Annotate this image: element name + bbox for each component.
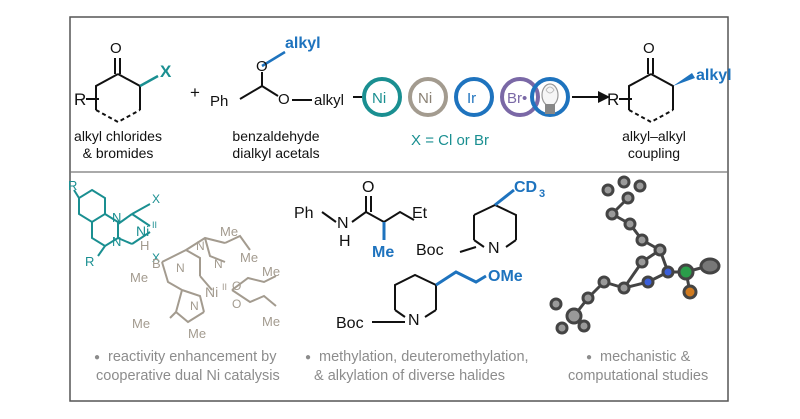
reactant-acetal bbox=[239, 50, 312, 101]
cd3-piperidine bbox=[459, 203, 517, 253]
cd3-subscript: 3 bbox=[539, 188, 545, 200]
tp-Me-5: Me bbox=[188, 326, 206, 341]
condition-text: X = Cl or Br bbox=[411, 132, 489, 149]
tp-Ni: Ni bbox=[205, 284, 218, 300]
bpy-Ni-ox: II bbox=[152, 220, 157, 230]
bullet-right: ● bbox=[586, 352, 592, 363]
caption-middle-line-1: methylation, deuteromethylation, bbox=[319, 349, 529, 365]
amide-Ph: Ph bbox=[294, 205, 314, 222]
product-alkyl: alkyl bbox=[696, 67, 732, 84]
wedge-bond bbox=[673, 73, 695, 86]
cat-br: Br• bbox=[507, 90, 527, 107]
tp-ni-acac-complex bbox=[161, 234, 277, 324]
reactant1-label: alkyl chlorides & bromides bbox=[60, 128, 176, 162]
ph-label: Ph bbox=[210, 93, 228, 110]
bpy-N-1: N bbox=[112, 210, 121, 225]
tp-O-1: O bbox=[232, 279, 241, 293]
cycle-br bbox=[500, 77, 540, 117]
ome-piperidine bbox=[394, 273, 437, 318]
tp-Me-2: Me bbox=[220, 224, 238, 239]
bipyridine-ni-complex bbox=[73, 188, 151, 257]
ome-label: OMe bbox=[488, 268, 523, 285]
bpy-Ni: Ni bbox=[136, 223, 149, 239]
cd3-label: CD bbox=[514, 179, 537, 196]
atom-O-right: O bbox=[278, 91, 290, 108]
cycle-ni-teal bbox=[362, 77, 402, 117]
tp-Me-3: Me bbox=[240, 250, 258, 265]
ome-N: N bbox=[408, 312, 420, 329]
product-ketone bbox=[628, 58, 674, 124]
caption-left: ● reactivity enhancement by cooperative … bbox=[94, 349, 280, 384]
tp-Me-1: Me bbox=[130, 270, 148, 285]
bpy-N-2: N bbox=[112, 234, 121, 249]
alkyl-black-label: alkyl bbox=[314, 92, 344, 109]
atom-R: R bbox=[74, 90, 86, 109]
reactant1-label-line-2: & bromides bbox=[82, 145, 154, 161]
tp-Me-4: Me bbox=[132, 316, 150, 331]
cd3-N: N bbox=[488, 240, 500, 257]
crystal-structure bbox=[549, 175, 721, 335]
atom-O-top: O bbox=[256, 58, 268, 75]
product-label-line-1: alkyl–alkyl bbox=[622, 128, 686, 144]
amide-O: O bbox=[362, 179, 374, 196]
cat-ni-1: Ni bbox=[372, 90, 386, 107]
tp-O-2: O bbox=[232, 297, 241, 311]
tp-B: B bbox=[152, 256, 161, 271]
tp-N-4: N bbox=[190, 299, 199, 313]
cat-ni-2: Ni bbox=[418, 90, 432, 107]
caption-right: ● mechanistic & computational studies bbox=[568, 349, 708, 384]
bpy-X-2: X bbox=[152, 251, 160, 265]
tp-N-2: N bbox=[196, 239, 205, 253]
caption-left-line-1: reactivity enhancement by bbox=[108, 349, 277, 365]
bpy-R-bottom: R bbox=[85, 254, 94, 269]
amide-Me: Me bbox=[372, 244, 394, 261]
bpy-R-top: R bbox=[68, 178, 77, 193]
catalytic-cycles bbox=[362, 77, 570, 117]
plus-sign: + bbox=[190, 83, 200, 102]
reaction-arrow bbox=[572, 91, 610, 103]
reactant2-label-line-2: dialkyl acetals bbox=[232, 145, 320, 161]
reactant2-label: benzaldehyde dialkyl acetals bbox=[212, 128, 340, 162]
tp-N-1: N bbox=[176, 261, 185, 275]
ome-chain bbox=[435, 270, 487, 287]
light-bulb-icon bbox=[541, 83, 559, 114]
cycle-ir bbox=[454, 77, 494, 117]
outer-frame bbox=[69, 16, 729, 402]
amide-N: N bbox=[337, 215, 349, 232]
caption-left-line-2: cooperative dual Ni catalysis bbox=[96, 368, 280, 384]
reactant2-label-line-1: benzaldehyde bbox=[232, 128, 320, 144]
atom-X: X bbox=[160, 62, 172, 81]
tp-H: H bbox=[140, 238, 149, 253]
caption-middle-line-2: & alkylation of diverse halides bbox=[314, 368, 505, 384]
amide-Et: Et bbox=[412, 205, 428, 222]
cycle-light bbox=[530, 77, 570, 117]
product-label: alkyl–alkyl coupling bbox=[612, 128, 696, 162]
amide-product bbox=[321, 196, 415, 224]
bullet-left: ● bbox=[94, 352, 100, 363]
product-R: R bbox=[607, 90, 619, 109]
atom-O: O bbox=[110, 40, 122, 57]
tp-Me-7: Me bbox=[262, 314, 280, 329]
bullet-middle: ● bbox=[305, 352, 311, 363]
tp-Me-6: Me bbox=[262, 264, 280, 279]
cd3-Boc: Boc bbox=[416, 242, 444, 259]
alkyl-blue-label: alkyl bbox=[285, 35, 321, 52]
reactant-alkyl-halide bbox=[95, 58, 159, 124]
cycle-ni-taupe bbox=[408, 77, 448, 117]
cd3-bond bbox=[494, 188, 515, 207]
caption-middle: ● methylation, deuteromethylation, & alk… bbox=[305, 349, 529, 384]
caption-right-line-2: computational studies bbox=[568, 368, 708, 384]
product-O: O bbox=[643, 40, 655, 57]
ome-Boc: Boc bbox=[336, 315, 364, 332]
product-label-line-2: coupling bbox=[627, 145, 681, 161]
caption-right-line-1: mechanistic & bbox=[600, 349, 691, 365]
tp-Ni-ox: II bbox=[222, 282, 227, 292]
tp-N-3: N bbox=[214, 257, 223, 271]
amide-H: H bbox=[339, 233, 351, 250]
cat-ir: Ir bbox=[467, 90, 476, 107]
reactant1-label-line-1: alkyl chlorides bbox=[74, 128, 162, 144]
bpy-X-1: X bbox=[152, 192, 160, 206]
